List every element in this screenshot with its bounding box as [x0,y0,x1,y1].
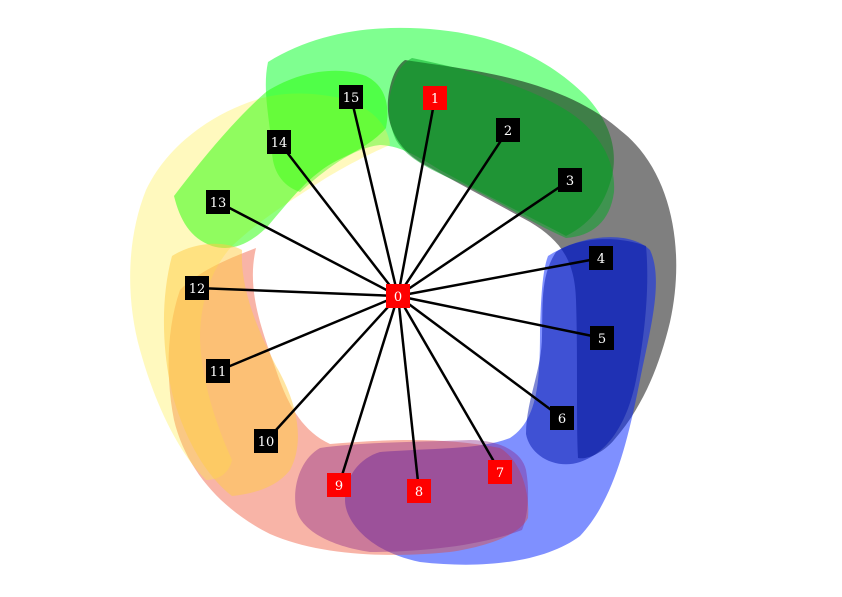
node-5[interactable]: 5 [590,326,614,350]
node-box [386,284,410,308]
node-label: 14 [271,136,288,151]
group-region-dark-green [389,58,615,238]
node-4[interactable]: 4 [589,246,613,270]
node-label: 9 [335,479,343,494]
node-0[interactable]: 0 [386,284,410,308]
node-box [407,479,431,503]
edge-hub-n10 [265,295,399,442]
edge-hub-n15 [349,96,400,297]
node-box [185,276,209,300]
node-box [558,168,582,192]
node-14[interactable]: 14 [267,130,291,154]
node-label: 15 [343,91,360,106]
node-label: 5 [598,332,606,347]
node-label: 4 [597,252,605,267]
edge-hub-n9 [337,295,400,486]
node-box [339,85,363,109]
node-box [267,130,291,154]
node-label: 10 [258,435,275,450]
edge-hub-n3 [397,178,571,298]
group-region-orange [163,243,298,496]
node-label: 8 [415,485,423,500]
node-box [206,190,230,214]
node-box [488,460,512,484]
node-10[interactable]: 10 [254,429,278,453]
edge-hub-n8 [396,295,421,492]
node-box [423,86,447,110]
edge-hub-n1 [396,97,437,297]
node-7[interactable]: 7 [488,460,512,484]
node-label: 11 [210,365,227,380]
graph-edges [196,96,603,492]
node-box [496,118,520,142]
node-box [254,429,278,453]
node-1[interactable]: 1 [423,86,447,110]
node-box [550,406,574,430]
node-label: 7 [496,466,504,481]
node-2[interactable]: 2 [496,118,520,142]
node-box [589,246,613,270]
node-label: 0 [394,290,402,305]
node-label: 12 [189,282,206,297]
node-label: 13 [210,196,227,211]
edge-hub-n12 [196,286,399,298]
node-label: 3 [566,174,574,189]
edge-hub-n13 [217,200,399,298]
node-label: 6 [558,412,566,427]
edge-hub-n5 [397,294,603,340]
edge-hub-n4 [397,256,602,298]
edge-hub-n2 [396,129,510,297]
edge-hub-n7 [396,295,502,473]
node-box [206,359,230,383]
node-9[interactable]: 9 [327,473,351,497]
node-box [590,326,614,350]
node-label: 1 [431,92,439,107]
node-8[interactable]: 8 [407,479,431,503]
node-3[interactable]: 3 [558,168,582,192]
edge-hub-n11 [217,294,399,373]
edge-hub-n6 [397,294,563,420]
edge-hub-n14 [278,141,399,297]
node-15[interactable]: 15 [339,85,363,109]
node-label: 2 [504,124,512,139]
node-6[interactable]: 6 [550,406,574,430]
node-12[interactable]: 12 [185,276,209,300]
node-box [327,473,351,497]
node-13[interactable]: 13 [206,190,230,214]
node-11[interactable]: 11 [206,359,230,383]
